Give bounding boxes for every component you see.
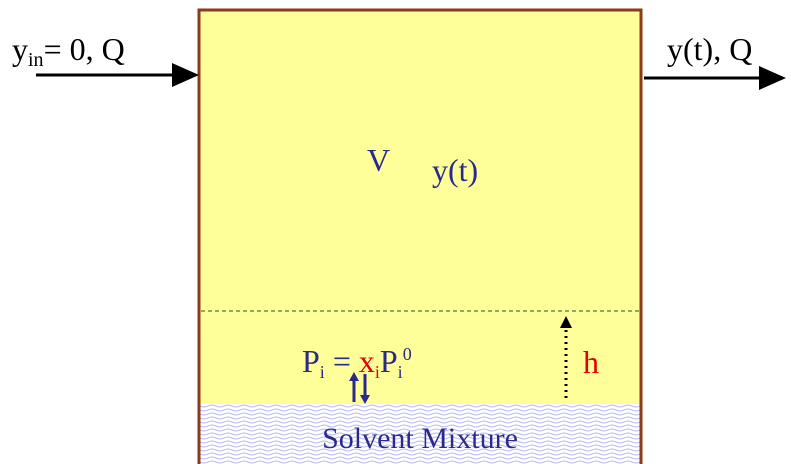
concentration-label: y(t): [432, 152, 478, 188]
vessel-wall: [197, 8, 643, 464]
liquid-region: [199, 404, 641, 464]
liquid-label: Solvent Mixture: [322, 422, 518, 455]
headspace-region: [199, 10, 641, 404]
height-label: h: [583, 344, 599, 380]
inlet-label: yin= 0, Q: [12, 31, 125, 71]
equilibrium-arrows-icon: [349, 372, 370, 404]
equilibrium-equation: Pi = xiPi0: [302, 343, 412, 382]
height-arrowhead-icon: [560, 316, 572, 328]
outlet-label: y(t), Q: [667, 31, 752, 67]
volume-label: V: [367, 142, 390, 178]
